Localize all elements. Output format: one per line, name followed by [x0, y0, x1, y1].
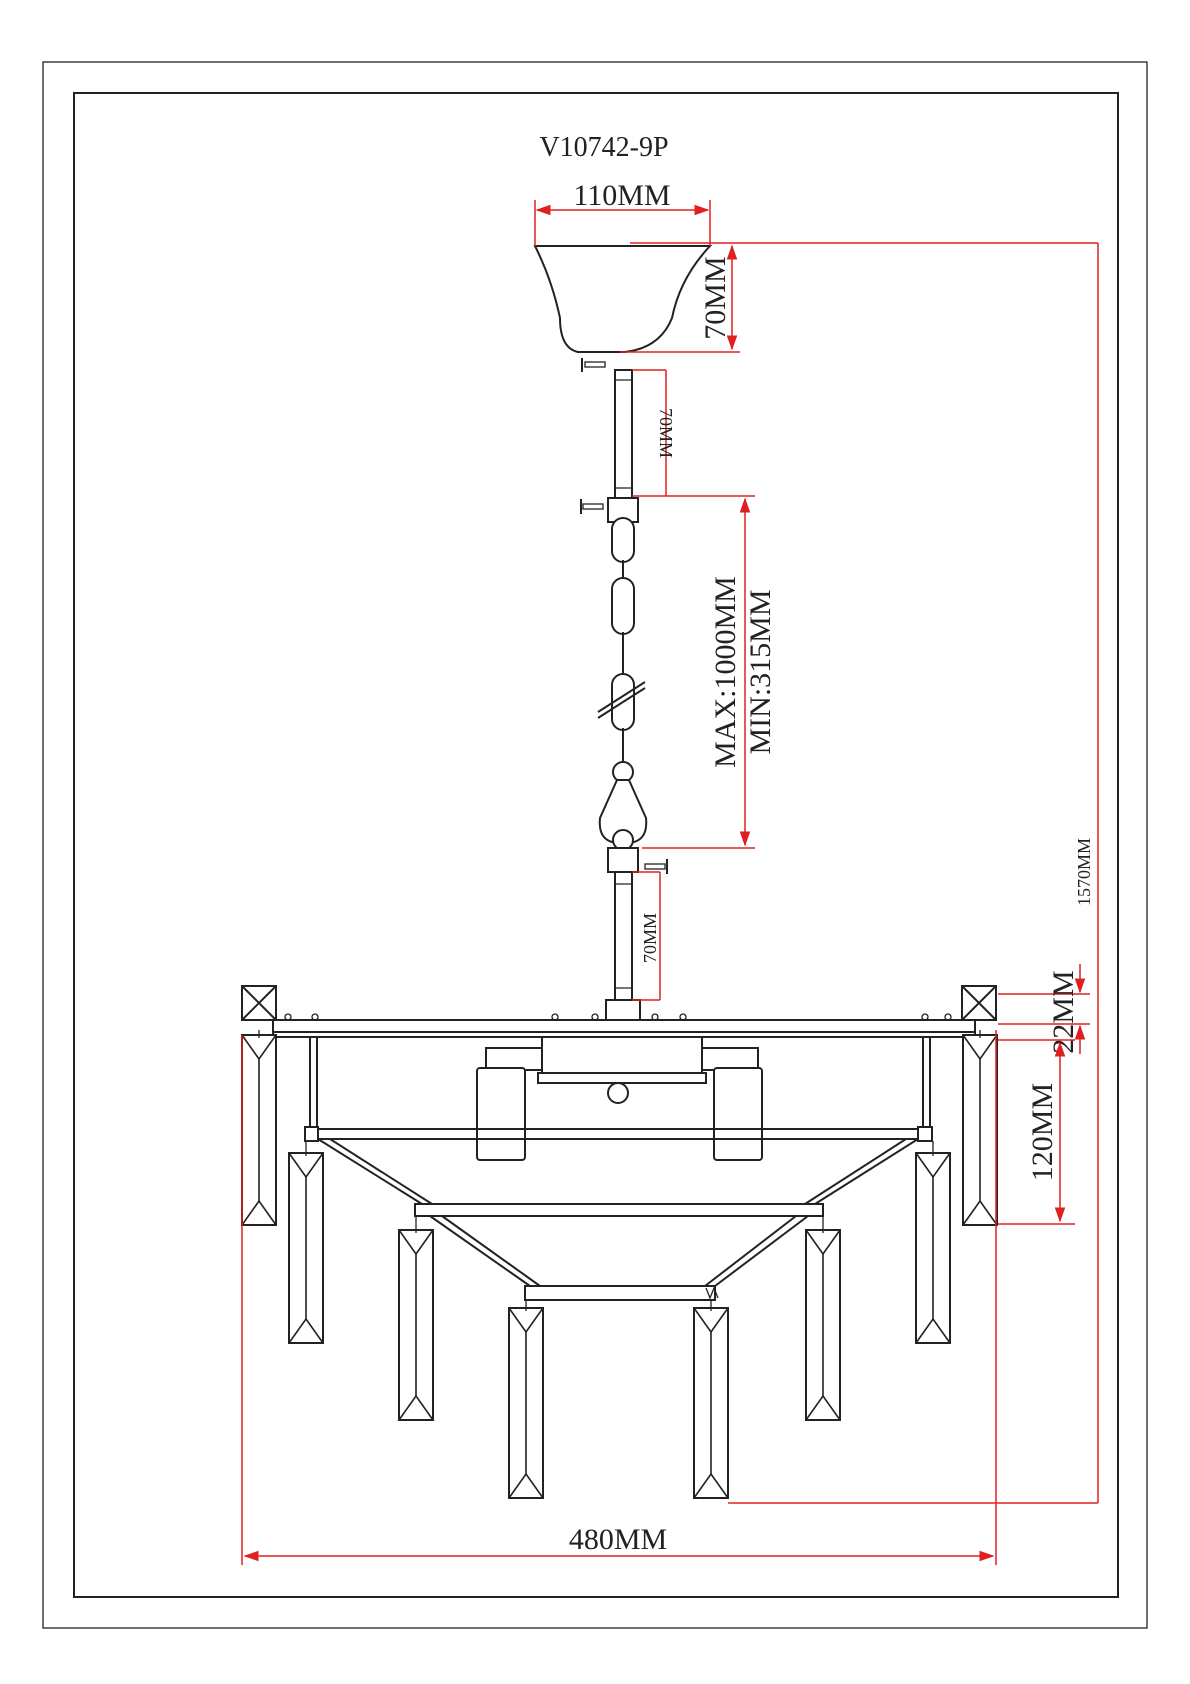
crystal-prism [915, 1152, 951, 1344]
chain [597, 517, 648, 851]
central-body [537, 1036, 707, 1104]
tier-struts-1 [317, 1138, 919, 1205]
tier-ring-2 [414, 1203, 824, 1217]
crystal-hooks [258, 1030, 981, 1311]
upper-rod [614, 369, 633, 501]
dim-canopy-height: 70MM [620, 242, 1098, 353]
dim-total-height: 1570MM [728, 243, 1099, 1504]
dim-label-chain-max: MAX:1000MM [709, 576, 742, 768]
dim-label-crystal-drop: 120MM [1026, 1083, 1059, 1181]
dim-lower-rod: 70MM [632, 871, 661, 1001]
frame-end-box-right [961, 985, 997, 1021]
lamp-holder-left [476, 1047, 543, 1161]
inner-border [73, 92, 1119, 1598]
dim-label-canopy-width: 110MM [573, 179, 670, 212]
top-frame-bar [272, 1019, 976, 1038]
frame-end-box-left [241, 985, 277, 1021]
chain-coupler-bottom [607, 847, 639, 873]
hanger-right [922, 1036, 931, 1130]
lower-screw-icon [644, 859, 668, 874]
dim-canopy-width: 110MM [534, 179, 711, 246]
dim-label-canopy-height: 70MM [699, 256, 732, 339]
dim-label-total-height: 1570MM [1074, 838, 1094, 906]
crystal-prism [508, 1307, 544, 1499]
tier-ring-1 [304, 1126, 933, 1142]
crystal-prism [805, 1229, 841, 1421]
dim-label-frame-thickness: 22MM [1047, 970, 1080, 1053]
crystal-prism [241, 1034, 277, 1226]
dim-overall-width: 480MM [241, 1030, 997, 1565]
lamp-holder-right [701, 1047, 763, 1161]
dim-label-chain-min: MIN:315MM [744, 589, 777, 754]
model-number: V10742-9P [539, 132, 668, 163]
hanger-left [309, 1036, 318, 1130]
crystal-prism [962, 1034, 998, 1226]
frame-screws [284, 1013, 952, 1021]
tier-ring-3 [524, 1285, 719, 1301]
dim-chain-length: MAX:1000MM MIN:315MM [642, 497, 777, 849]
dim-label-lower-rod: 70MM [640, 913, 660, 963]
outer-border [42, 61, 1148, 1629]
lower-rod [614, 871, 633, 1001]
dim-upper-rod: 70MM [632, 369, 755, 497]
dim-label-upper-rod: 70MM [656, 408, 676, 458]
dim-crystal-drop: 120MM [998, 1039, 1075, 1225]
dim-label-overall-width: 480MM [569, 1523, 667, 1556]
rod-screw-icon [580, 499, 604, 514]
canopy-screw-icon [581, 358, 606, 372]
crystal-prism [398, 1229, 434, 1421]
crystal-prism [288, 1152, 324, 1344]
tier-struts-2 [429, 1215, 809, 1287]
ceiling-canopy [533, 245, 713, 353]
crystal-prism [693, 1307, 729, 1499]
